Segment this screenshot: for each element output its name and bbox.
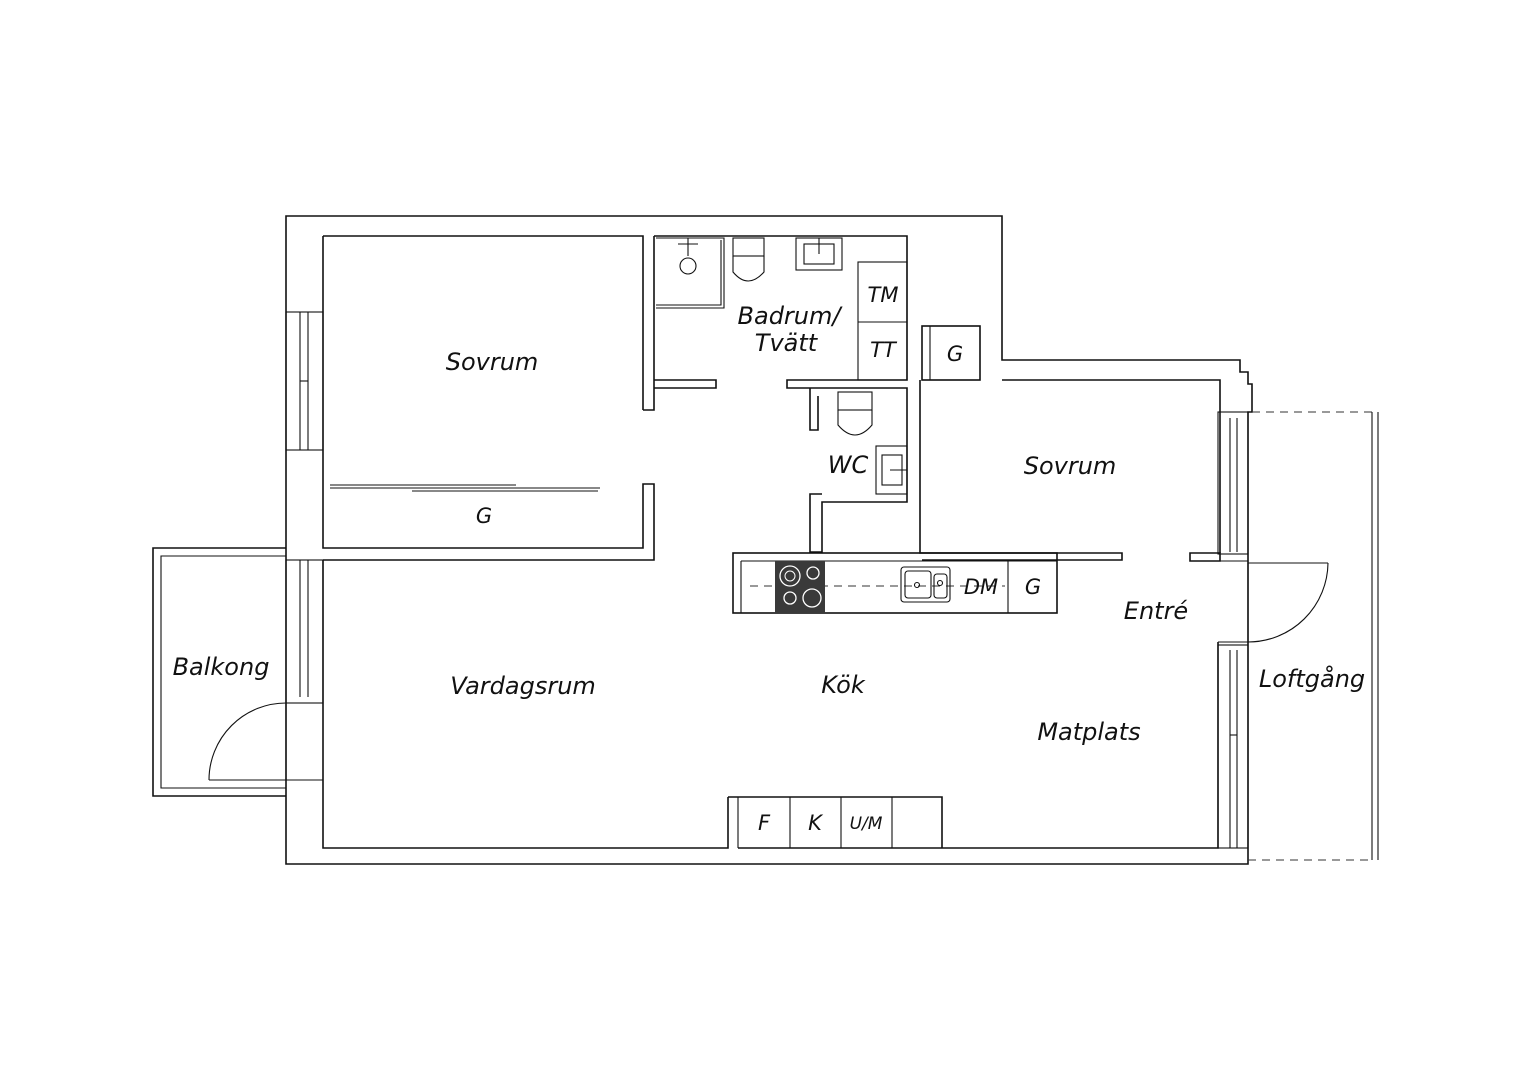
stove (775, 561, 825, 613)
kitchen-sink (900, 566, 951, 603)
balcony (152, 547, 323, 797)
label-um: U/M (850, 814, 883, 834)
window-left-bedroom (285, 311, 324, 451)
label-wc: WC (828, 451, 869, 479)
label-sovrum-2: Sovrum (1024, 452, 1117, 480)
label-entre: Entré (1124, 597, 1188, 625)
label-f: F (758, 811, 771, 835)
label-balkong: Balkong (173, 653, 270, 681)
bottom-kitchen-units (728, 796, 943, 848)
hall-wardrobe (921, 325, 981, 381)
loftgang-walkway (1248, 411, 1379, 861)
label-tt: TT (870, 338, 898, 362)
label-loftgang: Loftgång (1259, 664, 1365, 693)
label-sovrum-1: Sovrum (446, 348, 539, 376)
shower (656, 237, 725, 309)
bathroom-walls (643, 235, 908, 553)
sink-bathroom (795, 237, 843, 271)
door-entrance (1218, 560, 1329, 643)
window-right-bedroom (1217, 411, 1249, 555)
window-dining (1217, 644, 1249, 849)
wardrobe-bedroom-1 (322, 480, 655, 561)
toilet-wc (837, 391, 873, 436)
label-g-kitchen: G (1025, 575, 1041, 599)
label-matplats: Matplats (1037, 718, 1140, 746)
label-vardagsrum: Vardagsrum (450, 672, 596, 700)
label-badrum-line1: Badrum/ (738, 302, 844, 330)
label-tm: TM (868, 283, 899, 307)
label-kok: Kök (821, 671, 866, 699)
toilet-bathroom (732, 237, 765, 282)
label-badrum-line2: Tvätt (755, 329, 819, 357)
label-g-hall: G (947, 342, 963, 366)
door-balcony (208, 702, 287, 781)
label-dm: DM (964, 575, 998, 599)
label-g-wardrobe: G (476, 504, 492, 528)
window-living-room (285, 559, 324, 704)
sink-wc (875, 445, 908, 495)
label-k: K (808, 811, 824, 835)
